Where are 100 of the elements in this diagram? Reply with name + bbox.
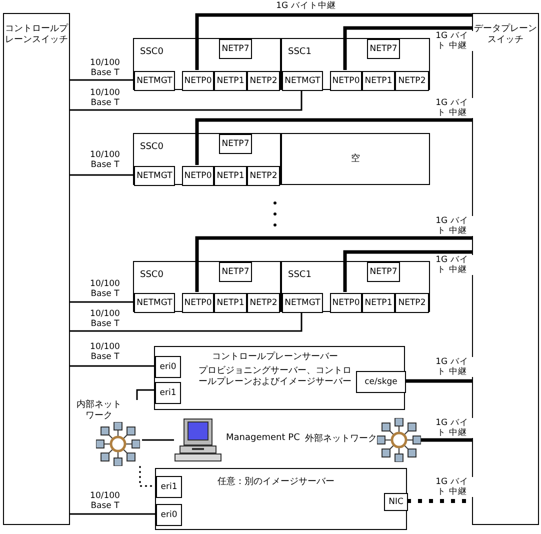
module-label: SSC1: [288, 47, 312, 58]
network-label: 外部ネットワーク: [305, 434, 377, 445]
port-box: [247, 293, 280, 313]
port-label: NETP7: [222, 44, 250, 54]
port-label: NETMGT: [284, 76, 320, 86]
module-box: [281, 261, 430, 312]
port-box: [330, 293, 362, 313]
server-title: コントロールプレーンサーバー: [211, 352, 339, 363]
port-label: NETP1: [216, 76, 244, 86]
port-label: NIC: [388, 496, 404, 508]
port-label: eri1: [160, 482, 178, 492]
port-box: [134, 71, 175, 91]
port-label: NETP2: [250, 170, 278, 182]
network-label: 内部ネットワーク: [76, 400, 122, 422]
port-label: NETP2: [398, 76, 426, 86]
server-description: プロビジョニングサーバー、コントロールプレーンおよびイメージサーバー: [198, 366, 352, 388]
pc-label: Management PC: [226, 433, 300, 444]
module-label: SSC1: [288, 270, 312, 281]
port-box: [395, 71, 429, 91]
port-box: [367, 39, 400, 59]
port-box: [362, 293, 395, 313]
port-box: [395, 293, 429, 313]
connector-line: [70, 301, 133, 303]
connector-line: [70, 90, 302, 111]
connector-line: [70, 79, 133, 81]
port-box: [214, 166, 247, 186]
port-label: NETP2: [250, 298, 278, 308]
port-label: NETP7: [370, 266, 398, 278]
port-box: [155, 382, 181, 404]
port-label: NETMGT: [136, 170, 172, 182]
port-label: NETMGT: [136, 76, 172, 86]
port-label: NETP1: [216, 298, 244, 308]
port-label: NETP1: [364, 298, 392, 308]
thick-line: [343, 250, 472, 292]
port-label: NETP0: [332, 298, 360, 308]
switch-label: コントロールプレーンスイッチ: [4, 24, 69, 46]
empty-slot-label: 空: [351, 154, 360, 164]
connector-line: [136, 389, 154, 400]
module-label: SSC0: [140, 47, 164, 58]
port-label: NETP2: [250, 76, 278, 86]
port-label: NETP0: [184, 298, 212, 308]
port-label: ce/skge: [364, 376, 398, 388]
server-box: [154, 346, 405, 410]
module-box: [133, 133, 281, 185]
port-box: [134, 293, 175, 313]
port-box: [219, 134, 252, 154]
switch-label: データプレーンスイッチ: [473, 24, 538, 46]
port-box: [282, 293, 323, 313]
port-label: NETP7: [370, 44, 398, 54]
thick-line: [421, 438, 472, 442]
connector-line: [70, 365, 154, 367]
port-box: [214, 71, 247, 91]
port-label: NETP0: [184, 170, 212, 182]
module-box: [133, 261, 281, 312]
port-label: NETMGT: [136, 298, 172, 308]
port-box: [356, 371, 406, 393]
port-box: [155, 356, 181, 378]
port-box: [134, 166, 175, 186]
module-label: SSC0: [140, 142, 164, 153]
port-box: [330, 71, 362, 91]
module-label: SSC0: [140, 270, 164, 281]
port-label: eri1: [160, 388, 176, 398]
server-box: [155, 468, 407, 530]
port-box: [219, 39, 252, 59]
empty-slot-box: [281, 133, 430, 185]
port-label: NETP2: [398, 298, 426, 308]
port-box: [282, 71, 323, 91]
port-box: [182, 293, 214, 313]
dotted-line: [139, 466, 155, 487]
switch-box: [3, 13, 70, 525]
port-label: eri0: [160, 510, 178, 520]
port-label: NETP7: [222, 266, 250, 278]
port-label: NETP1: [364, 76, 392, 86]
module-box: [281, 38, 430, 90]
connector-line: [70, 312, 302, 332]
port-box: [214, 293, 247, 313]
port-box: [367, 262, 400, 282]
connector-line: [70, 174, 133, 176]
port-box: [182, 71, 214, 91]
server-title: 任意：別のイメージサーバー: [216, 477, 336, 488]
port-box: [247, 71, 280, 91]
port-label: NETP1: [216, 170, 244, 182]
thick-line: [195, 118, 472, 165]
port-box: [384, 493, 408, 511]
port-box: [219, 262, 252, 282]
port-box: [362, 71, 395, 91]
thick-line: [195, 236, 472, 292]
port-label: NETP0: [184, 76, 212, 86]
thick-line: [343, 26, 472, 70]
port-box: [156, 476, 182, 498]
port-box: [182, 166, 214, 186]
port-box: [156, 504, 182, 526]
thick-line: [405, 379, 472, 383]
thick-line: [195, 13, 472, 70]
connector-line: [70, 513, 155, 515]
port-box: [247, 166, 280, 186]
port-label: NETMGT: [284, 298, 320, 308]
port-label: eri0: [160, 362, 176, 372]
connector-line: [142, 439, 174, 441]
module-box: [133, 38, 281, 90]
